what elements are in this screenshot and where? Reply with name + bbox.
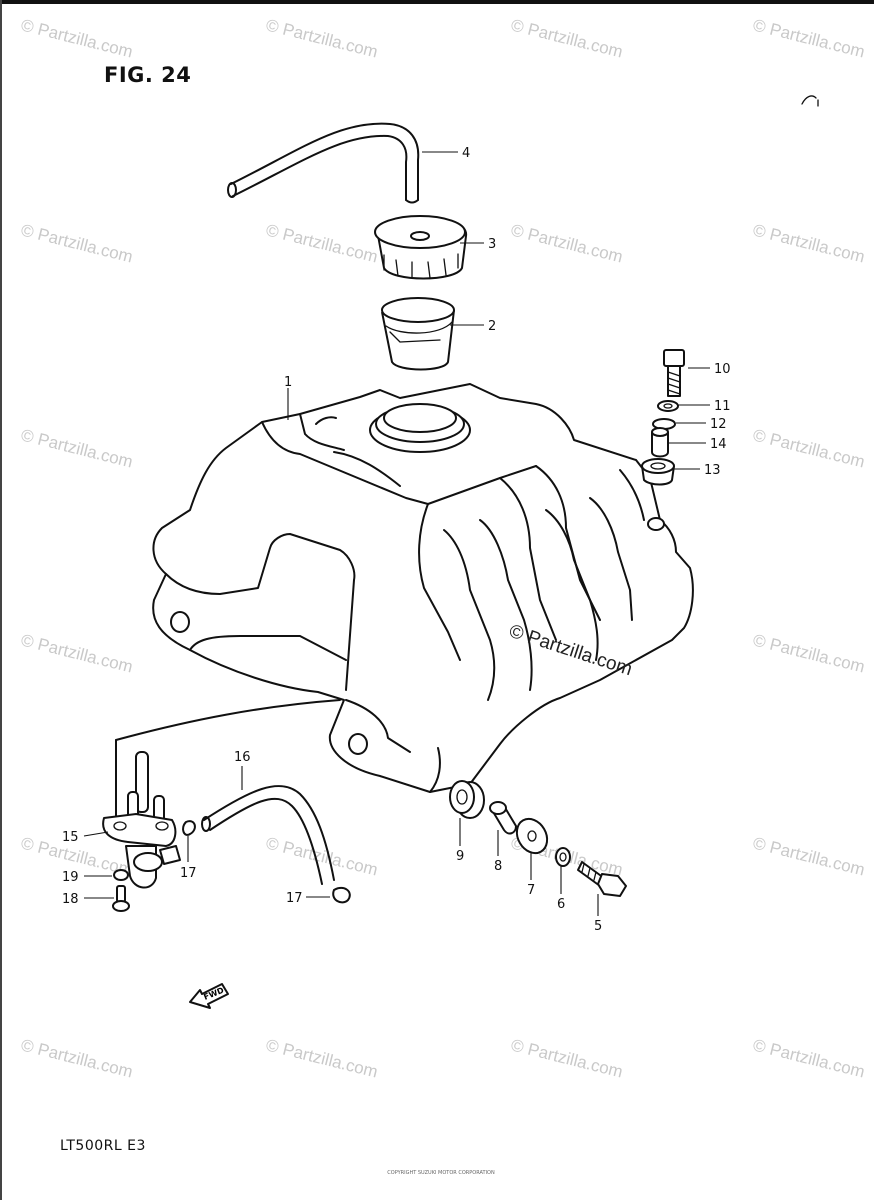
part-bolt-5 xyxy=(577,861,627,897)
callout-9: 9 xyxy=(456,849,464,864)
model-code: LT500RL E3 xyxy=(60,1138,146,1154)
watermark: © Partzilla.com xyxy=(751,425,867,471)
callout-2: 2 xyxy=(488,319,496,334)
part-clip-17b xyxy=(332,886,351,904)
footer-note: COPYRIGHT SUZUKI MOTOR CORPORATION xyxy=(387,1170,495,1176)
callout-6: 6 xyxy=(557,897,565,912)
part-washer-11 xyxy=(657,400,679,412)
top-border xyxy=(0,0,874,4)
scan-mark xyxy=(801,95,819,107)
figure-title: FIG. 24 xyxy=(104,63,192,87)
part-fuel-cap xyxy=(374,215,467,280)
part-screw-18 xyxy=(112,885,130,912)
callout-14: 14 xyxy=(710,437,727,452)
watermark: © Partzilla.com xyxy=(264,220,380,266)
leader-lines xyxy=(83,151,710,916)
part-filler-ring xyxy=(381,297,455,371)
callout-13: 13 xyxy=(704,463,721,478)
callout-1: 1 xyxy=(284,375,292,390)
callout-4: 4 xyxy=(462,146,470,161)
callout-17-a: 17 xyxy=(180,866,197,881)
part-grommet-9 xyxy=(449,780,485,819)
watermark: © Partzilla.com xyxy=(19,15,135,61)
callout-18: 18 xyxy=(62,892,79,907)
watermark: © Partzilla.com xyxy=(19,630,135,676)
callout-11: 11 xyxy=(714,399,731,414)
part-breather-hose xyxy=(227,122,420,204)
part-clip-17a xyxy=(182,820,196,836)
part-grommet-13 xyxy=(641,458,675,486)
watermark: © Partzilla.com xyxy=(509,220,625,266)
watermark: © Partzilla.com xyxy=(751,630,867,676)
left-border xyxy=(0,0,2,1200)
watermark: © Partzilla.com xyxy=(509,15,625,61)
part-collar-8 xyxy=(489,801,517,835)
callout-labels: 1 2 3 4 5 6 7 8 9 10 11 12 14 13 15 16 1… xyxy=(62,146,731,934)
part-washer-19 xyxy=(113,869,129,881)
watermark: © Partzilla.com xyxy=(264,1035,380,1081)
callout-17-b: 17 xyxy=(286,891,303,906)
part-fuel-cock-15 xyxy=(102,699,341,889)
fwd-arrow-icon: FWD xyxy=(189,983,229,1009)
callout-19: 19 xyxy=(62,870,79,885)
part-bolt-10 xyxy=(663,349,685,397)
callout-15: 15 xyxy=(62,830,79,845)
watermark: © Partzilla.com xyxy=(751,220,867,266)
watermark: © Partzilla.com xyxy=(751,1035,867,1081)
watermark: © Partzilla.com xyxy=(19,425,135,471)
callout-12: 12 xyxy=(710,417,727,432)
watermark: © Partzilla.com xyxy=(509,1035,625,1081)
part-fuel-tank xyxy=(152,383,694,793)
callout-7: 7 xyxy=(527,883,535,898)
part-washer-6 xyxy=(555,847,571,867)
callout-5: 5 xyxy=(594,919,602,934)
watermark: © Partzilla.com xyxy=(751,833,867,879)
callout-8: 8 xyxy=(494,859,502,874)
watermark: © Partzilla.com xyxy=(264,15,380,61)
part-fuel-hose-16 xyxy=(201,785,335,885)
callout-10: 10 xyxy=(714,362,731,377)
watermark: © Partzilla.com xyxy=(19,1035,135,1081)
watermark: © Partzilla.com xyxy=(19,220,135,266)
part-washer-7 xyxy=(515,817,549,855)
callout-3: 3 xyxy=(488,237,496,252)
callout-16: 16 xyxy=(234,750,251,765)
watermark: © Partzilla.com xyxy=(264,833,380,879)
part-collar-14 xyxy=(651,427,669,458)
watermark: © Partzilla.com xyxy=(751,15,867,61)
